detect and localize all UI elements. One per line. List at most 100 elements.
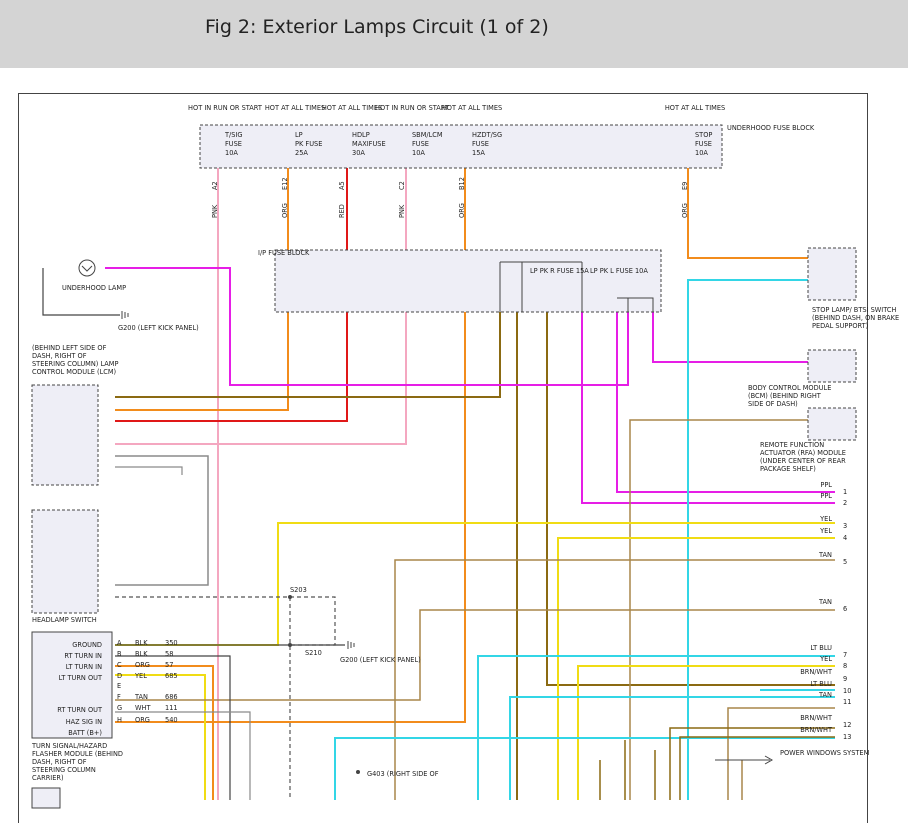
fuse-supply-label: HOT IN RUN OR START bbox=[188, 104, 263, 112]
fuse-name-label: SBM/LCM bbox=[412, 131, 443, 139]
wire-red-hdlp bbox=[115, 168, 348, 422]
fuse-rating-label: 10A bbox=[695, 149, 708, 157]
wire-blkwht-s210 bbox=[290, 596, 336, 646]
flasher-pin-letter: E bbox=[117, 682, 121, 690]
wire-brn-9 bbox=[115, 312, 501, 398]
rfa-label: ACTUATOR (RFA) MODULE bbox=[760, 449, 846, 457]
bcm-box bbox=[807, 349, 857, 383]
output-number: 1 bbox=[843, 488, 847, 496]
wire-org-lppk bbox=[115, 168, 289, 411]
fuse-wire-label: ORG bbox=[681, 203, 689, 218]
output-number: 7 bbox=[843, 651, 847, 659]
wire-ppl-bcm bbox=[652, 312, 808, 363]
stop-lamp-switch-label: (BEHIND DASH, ON BRAKE bbox=[812, 314, 899, 322]
fuse-supply-label: HOT AT ALL TIMES bbox=[665, 104, 725, 112]
fuse-rating-label: 10A bbox=[225, 149, 238, 157]
underhood-fuse-block bbox=[199, 124, 723, 169]
wire-brnwht-13 bbox=[679, 736, 835, 800]
flasher-pin-letter: G bbox=[117, 704, 122, 712]
fuse-pin-label: E12 bbox=[281, 177, 289, 190]
flasher-module-label: FLASHER MODULE (BEHIND bbox=[32, 750, 123, 758]
output-wire-label: BRN/WHT bbox=[800, 726, 833, 734]
stop-lamp-switch-label: PEDAL SUPPORT) bbox=[812, 322, 868, 330]
ground-icon-2 bbox=[347, 641, 355, 649]
fuse-wire-label: ORG bbox=[281, 203, 289, 218]
fuse-rating-label: 30A bbox=[352, 149, 365, 157]
lcm-module-box bbox=[31, 384, 99, 486]
flasher-wire-label: YEL bbox=[134, 672, 147, 680]
wire-yel-8 bbox=[577, 665, 835, 800]
wire-wht-lcm bbox=[115, 466, 183, 475]
fuse-pin-label: E9 bbox=[681, 182, 689, 190]
g403-ground-icon bbox=[356, 770, 360, 774]
lp-pk-r-fuse-label: LP PK R FUSE 15A bbox=[530, 267, 589, 275]
underhood-lamp-label: UNDERHOOD LAMP bbox=[62, 284, 126, 292]
wire-brnwht-extra bbox=[599, 740, 656, 800]
fuse-name-label: HDLP bbox=[352, 131, 370, 139]
output-wire-label: YEL bbox=[819, 527, 832, 535]
fuse-name-label: LP bbox=[295, 131, 303, 139]
splice-s210-dot bbox=[288, 643, 292, 647]
flasher-pin-label: RT TURN OUT bbox=[57, 706, 103, 714]
flasher-pin-label: HAZ SIG IN bbox=[66, 718, 102, 726]
flasher-circuit-number: 540 bbox=[165, 716, 178, 724]
wire-tan-11 bbox=[727, 707, 835, 800]
flasher-wire-label: BLK bbox=[135, 650, 148, 658]
wire-org-stop bbox=[687, 168, 810, 259]
fuse-pin-label: C2 bbox=[398, 181, 406, 190]
fuse-wire-label: PNK bbox=[211, 204, 219, 218]
flasher-circuit-number: 111 bbox=[165, 704, 178, 712]
wire-org-57 bbox=[115, 665, 214, 800]
flasher-pin-letter: A bbox=[117, 639, 122, 647]
fuse-name-label: FUSE bbox=[412, 140, 429, 148]
wire-blk-58 bbox=[115, 655, 231, 800]
flasher-pin-label: RT TURN IN bbox=[64, 652, 102, 660]
ip-fuse-block bbox=[274, 249, 662, 313]
output-wire-label: TAN bbox=[818, 598, 832, 606]
wire-ppl-d5 bbox=[581, 312, 835, 504]
flasher-wire-label: ORG bbox=[135, 716, 150, 724]
wire-brnwht-b4 bbox=[546, 312, 835, 686]
rfa-box bbox=[807, 407, 857, 441]
output-wire-label: PPL bbox=[820, 492, 832, 500]
headlamp-switch-box bbox=[31, 509, 99, 614]
output-number: 12 bbox=[843, 721, 851, 729]
wire-gry-lcm bbox=[115, 455, 209, 586]
flasher-module-box bbox=[31, 631, 113, 739]
flasher-pin-label: BATT (B+) bbox=[68, 729, 102, 737]
output-number: 11 bbox=[843, 698, 851, 706]
fuse-wire-label: ORG bbox=[458, 203, 466, 218]
output-number: 2 bbox=[843, 499, 847, 507]
fuse-name-label: FUSE bbox=[225, 140, 242, 148]
wire-ppl-c5 bbox=[616, 312, 835, 493]
output-wire-label: YEL bbox=[819, 655, 832, 663]
power-windows-arrow-icon bbox=[715, 755, 774, 765]
flasher-circuit-number: 686 bbox=[165, 693, 178, 701]
output-number: 10 bbox=[843, 687, 851, 695]
wire-ltblu-left bbox=[334, 689, 835, 800]
s210-label: S210 bbox=[305, 649, 322, 657]
flasher-wire-label: TAN bbox=[134, 693, 148, 701]
flasher-pin-label: LT TURN IN bbox=[66, 663, 102, 671]
flasher-wire-label: WHT bbox=[135, 704, 151, 712]
fuse-name-label: T/SIG bbox=[224, 131, 243, 139]
fuse-supply-label: HOT AT ALL TIMES bbox=[322, 104, 382, 112]
output-wire-label: PPL bbox=[820, 481, 832, 489]
lcm-label: DASH, RIGHT OF bbox=[32, 352, 87, 360]
ip-fuse-block-label: I/P FUSE BLOCK bbox=[258, 249, 310, 257]
rfa-label: REMOTE FUNCTION bbox=[760, 441, 824, 449]
output-wire-label: LT BLU bbox=[810, 644, 832, 652]
flasher-wire-label: ORG bbox=[135, 661, 150, 669]
splice-s203-dot bbox=[288, 595, 292, 599]
wire-pnk-sbm bbox=[115, 168, 407, 445]
wire-brnwht-rfa bbox=[629, 419, 808, 800]
bcm-label: SIDE OF DASH) bbox=[748, 400, 798, 408]
underhood-fuse-block-label: UNDERHOOD FUSE BLOCK bbox=[727, 124, 815, 132]
output-wire-label: LT BLU bbox=[810, 680, 832, 688]
output-wire-label: TAN bbox=[818, 691, 832, 699]
wire-wht-111 bbox=[115, 711, 251, 800]
wiring-diagram-frame bbox=[18, 93, 868, 823]
wire-tan-6 bbox=[115, 609, 835, 701]
fuse-bus-ip-l bbox=[617, 297, 654, 312]
flasher-module-label: DASH, RIGHT OF bbox=[32, 758, 87, 766]
